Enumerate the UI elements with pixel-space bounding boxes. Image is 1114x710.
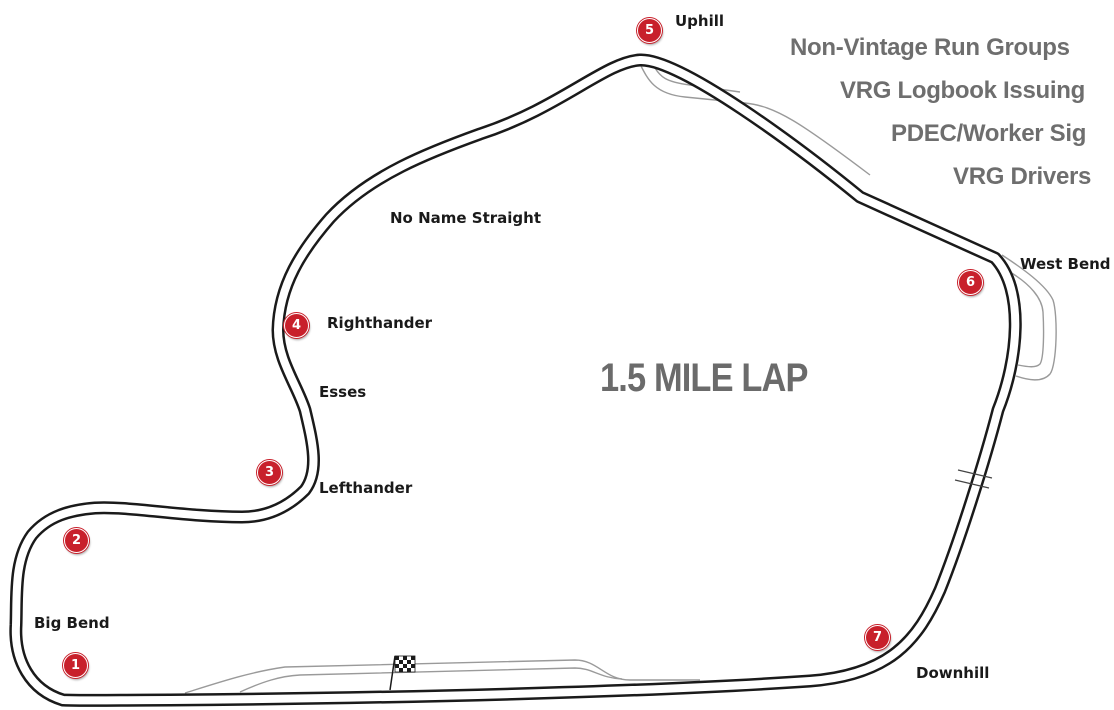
legend-item-vrg-drivers: VRG Drivers [953,163,1092,190]
turn-3-label: Lefthander [319,479,413,497]
legend-item-pdec-worker-sig: PDEC/Worker Sig [891,120,1087,147]
turn-2-marker: 2 [64,528,89,553]
uphill-service-road [639,63,871,176]
lap-length-label: 1.5 MILE LAP [600,356,808,400]
race-track-surface [11,55,1020,705]
uphill-service-road-inner [654,67,741,93]
paddock-roads [184,63,1057,694]
turn-1-label: Big Bend [34,614,110,632]
west-bend-runoff-inner [1009,271,1045,368]
turn-5-label: Uphill [675,12,725,30]
west-bend-runoff [1001,254,1057,381]
turn-3-marker: 3 [257,460,282,485]
no-name-straight-label: No Name Straight [390,209,542,227]
bridge-marks [954,469,993,489]
turn-7-marker: 7 [865,625,890,650]
legend-item-vrg-logbook-issuing: VRG Logbook Issuing [840,77,1085,104]
legend-item-non-vintage-run-groups: Non-Vintage Run Groups [790,34,1070,61]
pit-road-inner [239,667,623,693]
turn-6-marker: 6 [958,270,983,295]
esses-label: Esses [319,383,367,401]
pit-road [184,659,700,694]
turn-1-marker: 1 [63,653,88,678]
turn-4-marker: 4 [284,313,309,338]
checkered-flag-icon [389,655,416,691]
turn-7-label: Downhill [916,664,990,682]
turn-6-label: West Bend [1020,255,1111,273]
turn-4-label: Righthander [327,314,433,332]
turn-5-marker: 5 [637,18,662,43]
race-track-outline [9,53,1022,707]
